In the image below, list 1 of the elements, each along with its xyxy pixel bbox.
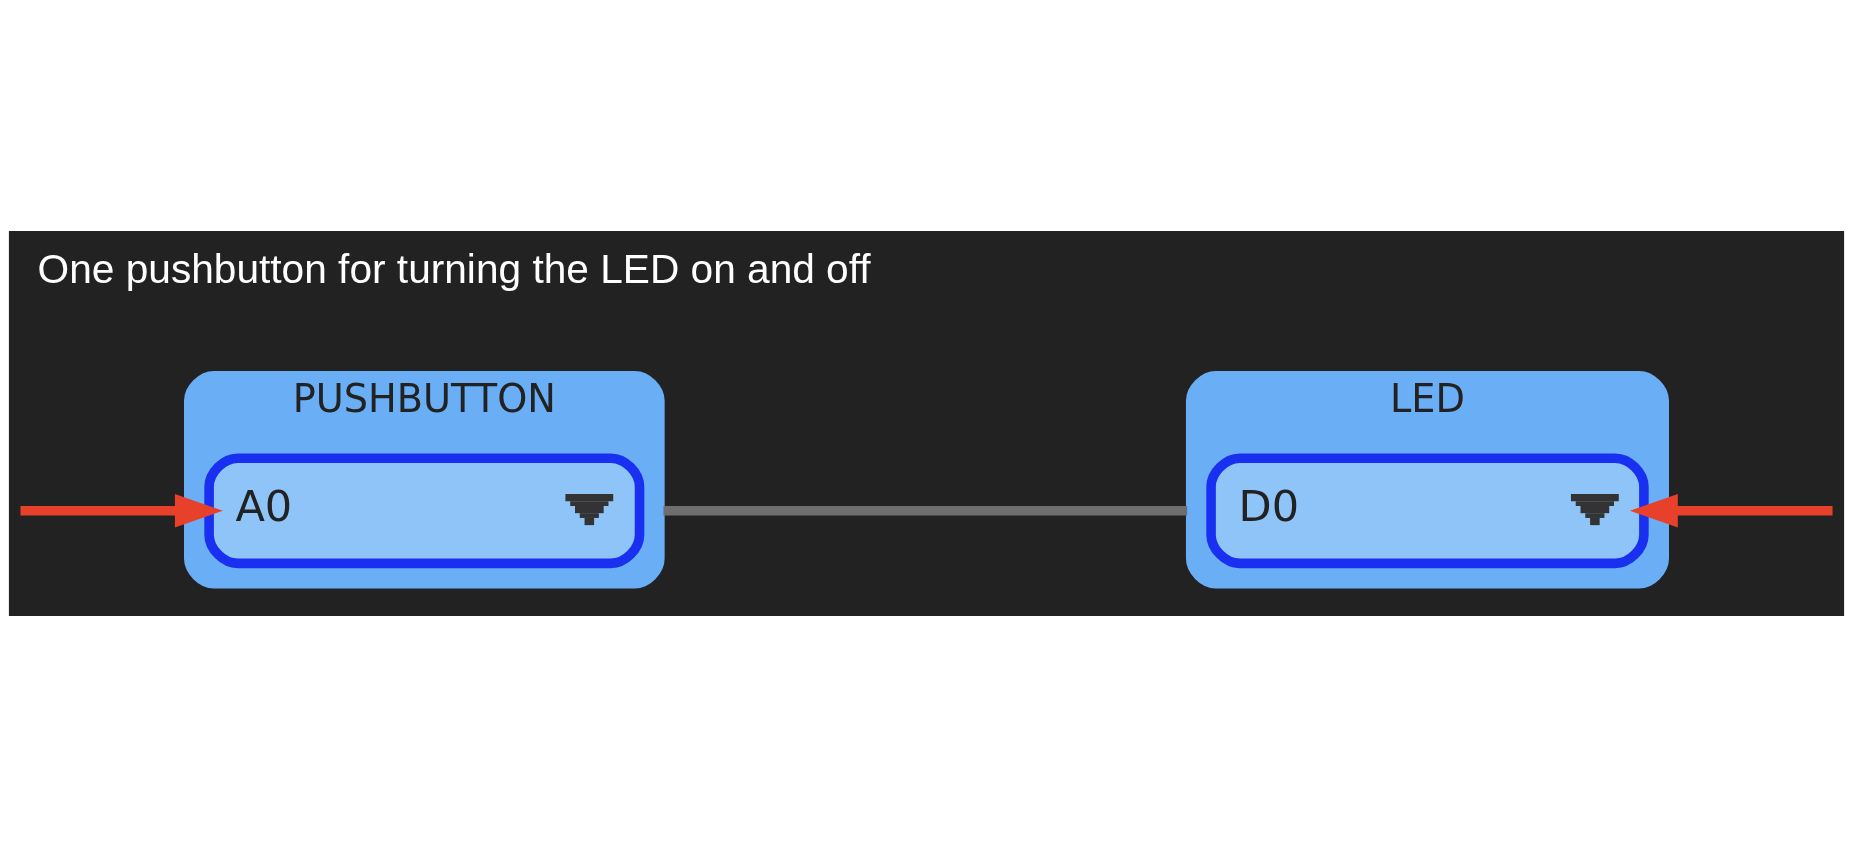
diagram-title: One pushbutton for turning the LED on and off xyxy=(37,245,871,292)
